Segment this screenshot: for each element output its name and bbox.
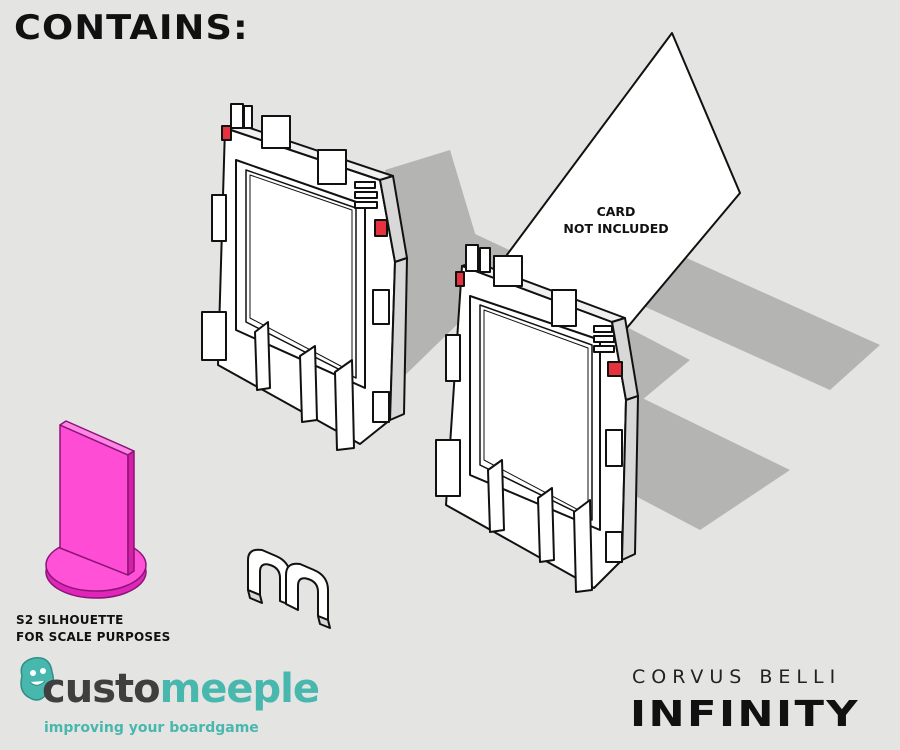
connector-clip [247,548,331,629]
meeple-mascot-icon [20,657,55,701]
frame-right [435,244,639,593]
silhouette-label-line-2: FOR SCALE PURPOSES [16,630,171,644]
silhouette-label-line-1: S2 SILHOUETTE [16,613,124,627]
wordmark-part-1: custo [42,666,161,712]
card-label-line-1: CARD [596,204,636,219]
corvus-belli-text: CORVUS BELLI [632,666,842,688]
wordmark-part-2: meeple [159,666,320,712]
customeeple-tagline: improving your boardgame [44,720,259,736]
customeeple-wordmark: customeeple [42,666,320,712]
card-label-line-2: NOT INCLUDED [563,221,669,236]
s2-silhouette [45,420,147,599]
card-label: CARD NOT INCLUDED [540,203,692,237]
corvus-belli-infinity-logo: CORVUS BELLI INFINITY [626,664,888,742]
frame-left [201,103,408,451]
silhouette-label: S2 SILHOUETTE FOR SCALE PURPOSES [16,612,170,646]
customeeple-logo: customeeple improving your boardgame [12,652,320,742]
page-title: CONTAINS: [14,8,249,48]
infinity-text: INFINITY [630,694,861,735]
